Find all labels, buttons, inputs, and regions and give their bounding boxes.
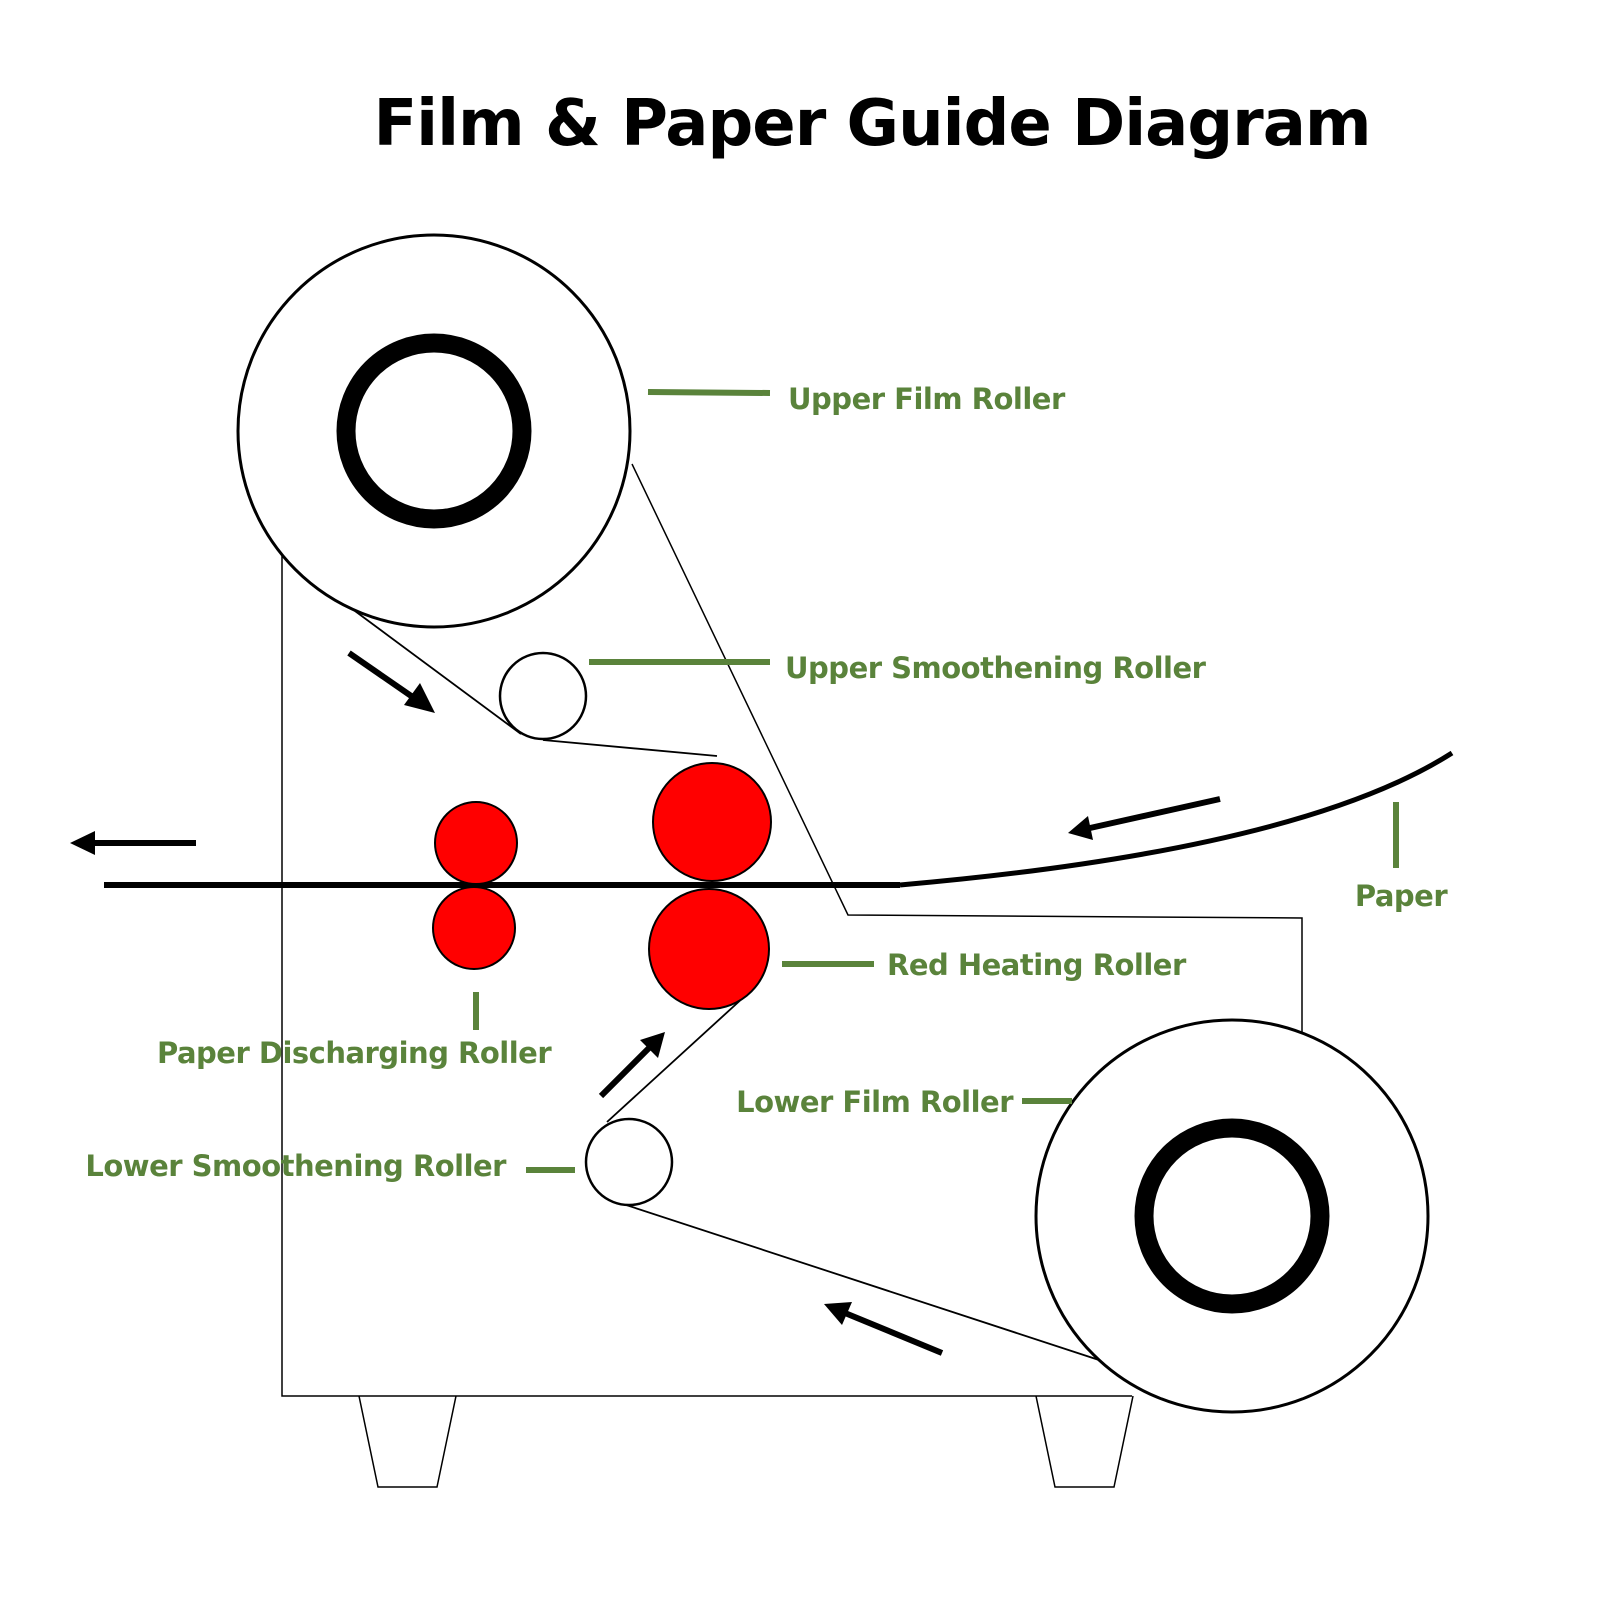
lower-smoothening-roller (584, 1117, 674, 1207)
label-upper-film-roller: Upper Film Roller (788, 382, 1066, 416)
upper-film-path (331, 593, 718, 757)
label-paper: Paper (1355, 879, 1448, 913)
labels: Upper Film Roller Upper Smoothening Roll… (85, 382, 1448, 1183)
lower-heating-roller (648, 888, 770, 1010)
machine-frame (281, 463, 1303, 1397)
red-heating-rollers (648, 762, 772, 1010)
label-red-heating-roller: Red Heating Roller (887, 948, 1187, 982)
upper-discharging-roller (434, 801, 518, 885)
machine-legs (358, 1395, 1134, 1488)
arrow-upper-film-icon (347, 650, 435, 713)
label-upper-smoothening-roller: Upper Smoothening Roller (785, 651, 1207, 685)
leader-upper-film-roller (647, 389, 771, 396)
lower-film-roller-core (1134, 1118, 1330, 1314)
lower-film-path (606, 995, 1161, 1381)
paper-path (104, 750, 1454, 888)
leader-lines (473, 389, 1399, 1173)
arrow-lower-film-up-icon (598, 1032, 665, 1099)
upper-heating-roller (652, 762, 772, 882)
label-paper-discharging-roller: Paper Discharging Roller (157, 1036, 552, 1070)
label-lower-smoothening-roller: Lower Smoothening Roller (85, 1149, 507, 1183)
upper-smoothening-roller (498, 651, 588, 741)
upper-film-roller-core (336, 333, 532, 529)
label-lower-film-roller: Lower Film Roller (736, 1085, 1014, 1119)
direction-arrows (70, 650, 1221, 1356)
paper-discharging-rollers (432, 801, 518, 970)
arrow-paper-out-icon (70, 831, 196, 855)
arrow-lower-film-in-icon (824, 1302, 944, 1356)
diagram-title: Film & Paper Guide Diagram (373, 87, 1370, 161)
lower-film-roller (1034, 1018, 1430, 1414)
left-leg (358, 1395, 457, 1488)
lower-discharging-roller (432, 886, 516, 970)
arrow-paper-in-icon (1068, 796, 1221, 840)
right-leg (1035, 1395, 1134, 1488)
upper-film-roller (236, 233, 632, 629)
